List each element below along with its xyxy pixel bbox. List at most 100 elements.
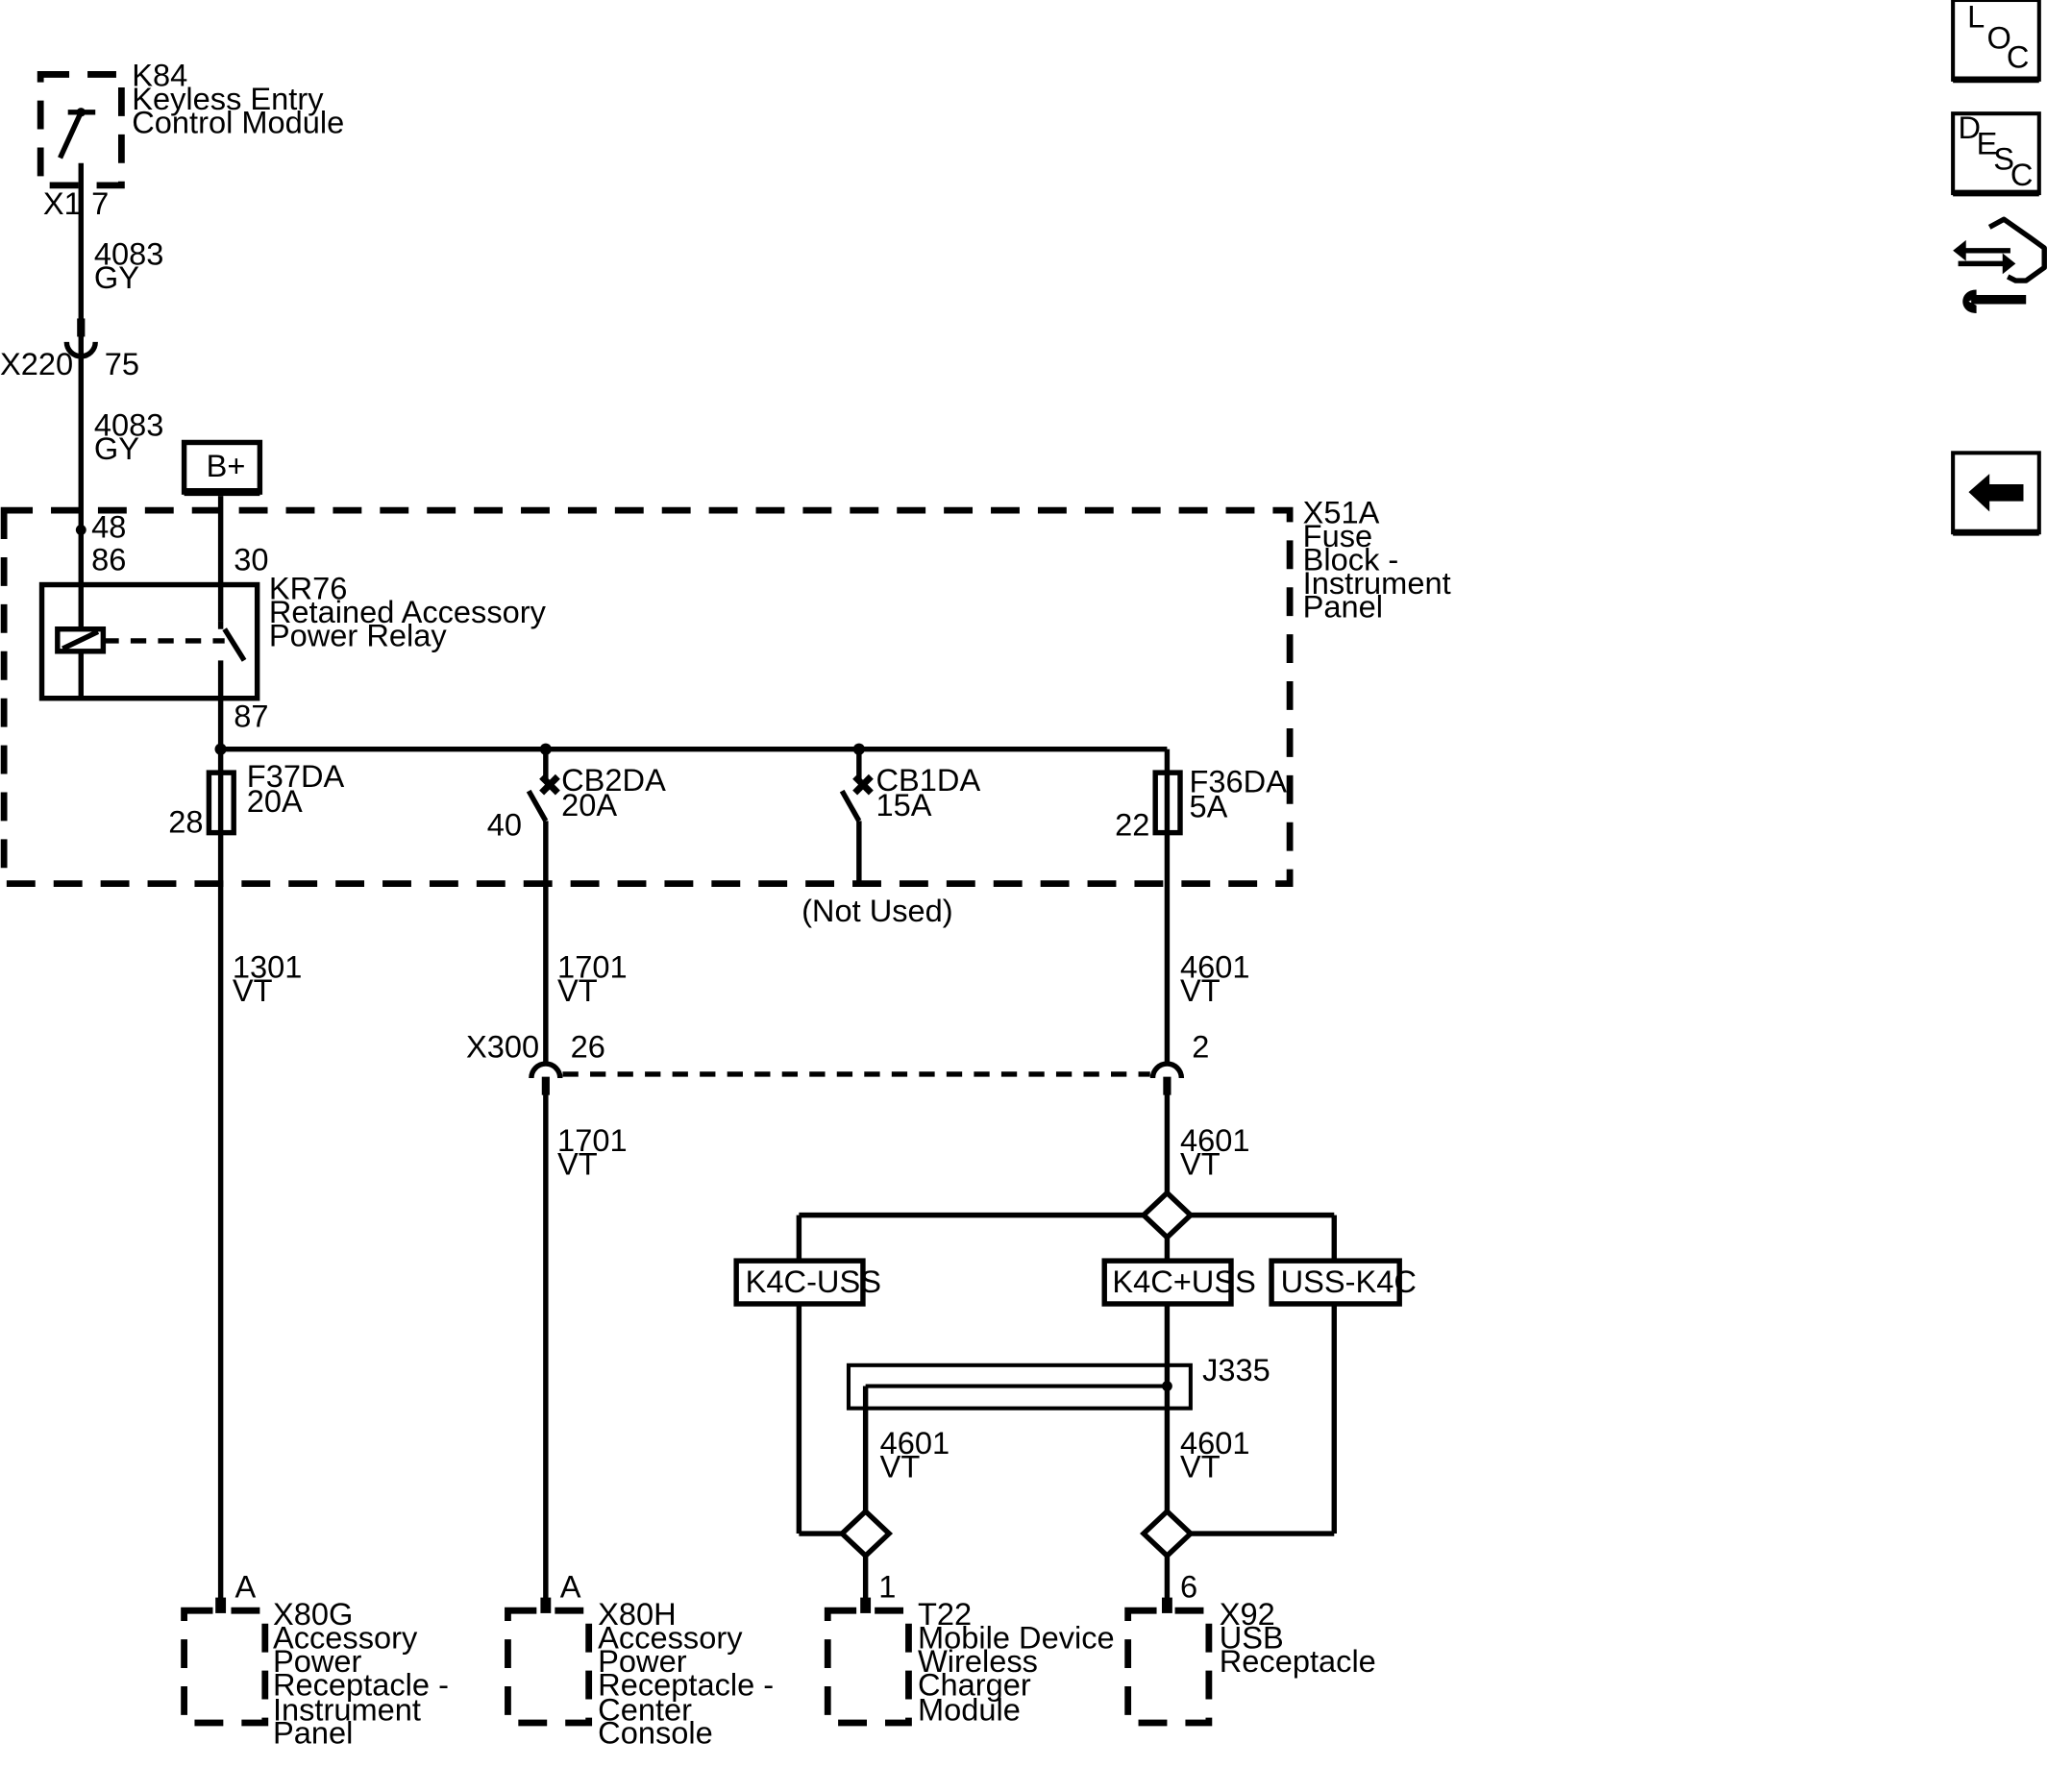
svg-text:K4C-USS: K4C-USS	[746, 1264, 881, 1299]
svg-text:Receptacle: Receptacle	[1220, 1643, 1376, 1679]
svg-text:Center: Center	[598, 1691, 692, 1727]
kr76-line1: Retained Accessory	[269, 594, 547, 629]
x92-pin: 6	[1180, 1569, 1197, 1605]
svg-text:Receptacle -: Receptacle -	[598, 1666, 774, 1702]
t22-pin: 1	[878, 1569, 896, 1605]
wire-4601-mid-color: VT	[1180, 1146, 1221, 1182]
svg-text:Panel: Panel	[273, 1715, 353, 1751]
x80g-accessory-power-receptacle-ip: A X80G Accessory Power Receptacle - Inst…	[181, 1569, 449, 1751]
cb1da-not-used: (Not Used)	[802, 893, 953, 928]
k84-keyless-entry-module: K84 Keyless Entry Control Module X1 7	[37, 58, 344, 221]
x220-inline-connector: X220 75	[0, 318, 139, 381]
kr76-relay: 48 86 30 KR76 Retained Accessory Power R…	[38, 509, 547, 749]
f36da-rating: 5A	[1190, 788, 1228, 823]
x51a-line3: Instrument	[1303, 565, 1451, 601]
battery-positive-source: B+	[181, 439, 263, 497]
bplus-label: B+	[207, 448, 246, 483]
wire-1701-bot-circuit: 1701	[557, 1122, 628, 1158]
x80g-pin: A	[235, 1569, 257, 1605]
f37da-rating: 20A	[247, 783, 303, 819]
cb2da-circuit-breaker: ✖ CB2DA 20A 40	[487, 749, 666, 1065]
k84-name-line1: Keyless Entry	[132, 81, 324, 116]
x51a-fuse-block-outline	[0, 506, 1294, 887]
cb2da-ref: CB2DA	[561, 762, 666, 798]
svg-text:Instrument: Instrument	[273, 1691, 421, 1727]
option-uss-minus-k4c: USS-K4C	[1269, 1258, 1417, 1307]
wire-1301-circuit: 1301	[233, 948, 303, 984]
x80h-ref: X80H	[598, 1596, 677, 1632]
wire-4601-top-circuit: 4601	[1180, 948, 1250, 984]
option-k4c-plus-uss: K4C+USS	[1101, 1258, 1256, 1307]
j335-ref: J335	[1202, 1352, 1270, 1387]
cb1da-rating: 15A	[876, 787, 932, 822]
option-splice-diamond	[1140, 1508, 1195, 1559]
t22-wireless-charger-module: 1 T22 Mobile Device Wireless Charger Mod…	[824, 1569, 1115, 1727]
wire-4083-top-color: GY	[94, 259, 139, 295]
svg-text:Module: Module	[918, 1691, 1021, 1727]
svg-text:Receptacle -: Receptacle -	[273, 1666, 449, 1702]
k84-name-line2: Control Module	[132, 105, 344, 140]
f36da-pin: 22	[1115, 806, 1149, 842]
wire-4601-top-color: VT	[1180, 972, 1221, 1008]
x51a-line1: Fuse	[1303, 518, 1372, 553]
svg-text:D: D	[1959, 110, 1982, 145]
k84-pin-label: 7	[91, 185, 109, 221]
option-splice-diamond	[838, 1508, 894, 1559]
kr76-ref: KR76	[269, 570, 348, 605]
relay-switch-contact	[222, 627, 247, 662]
cb2da-pin: 40	[487, 806, 522, 842]
wire-4083-mid-color: GY	[94, 430, 139, 466]
x92-ref: X92	[1220, 1596, 1275, 1632]
kr76-pin-86: 86	[91, 542, 126, 577]
wire-1701-top-circuit: 1701	[557, 948, 628, 984]
f37da-fuse: F37DA 20A 28	[168, 749, 344, 1608]
svg-text:Accessory: Accessory	[598, 1620, 743, 1656]
x80h-accessory-power-receptacle-console: A X80H Accessory Power Receptacle - Cent…	[505, 1569, 774, 1751]
f36da-ref: F36DA	[1190, 764, 1288, 799]
kr76-pin-30: 30	[234, 542, 268, 577]
desc-button[interactable]: D E S C	[1951, 110, 2041, 197]
svg-text:K4C+USS: K4C+USS	[1112, 1264, 1255, 1299]
breaker-trip-icon: ✖	[850, 768, 876, 803]
j335-splice-pack: J335	[846, 1352, 1270, 1411]
x300-ref: X300	[466, 1028, 539, 1064]
kr76-pin-48: 48	[91, 509, 126, 545]
svg-text:Wireless: Wireless	[918, 1643, 1038, 1679]
x80g-ref: X80G	[273, 1596, 353, 1632]
svg-text:L: L	[1967, 0, 1985, 35]
connector-repair-icon[interactable]	[1953, 216, 2047, 314]
wire-1701-top-color: VT	[557, 972, 598, 1008]
back-arrow-icon	[1968, 474, 2024, 512]
k84-connector-label: X1	[43, 185, 82, 221]
cb2da-rating: 20A	[561, 787, 617, 822]
wire-1301-color: VT	[233, 972, 273, 1008]
k84-ref: K84	[132, 58, 187, 93]
wire-4601-right-color: VT	[1180, 1449, 1221, 1485]
svg-text:Console: Console	[598, 1715, 713, 1751]
x51a-ref: X51A	[1303, 495, 1380, 530]
svg-text:C: C	[2010, 157, 2034, 192]
loc-button[interactable]: L O C	[1951, 0, 2041, 84]
wire-4601-left-color: VT	[880, 1449, 921, 1485]
svg-text:S: S	[1993, 141, 2014, 177]
x80h-pin: A	[560, 1569, 581, 1605]
svg-text:E: E	[1977, 125, 1998, 160]
f37da-pin: 28	[168, 804, 203, 840]
svg-text:Mobile Device: Mobile Device	[918, 1620, 1115, 1656]
x92-usb-receptacle: 6 X92 USB Receptacle	[1124, 1569, 1376, 1727]
wire-4601-right-circuit: 4601	[1180, 1425, 1250, 1461]
f36da-fuse: F36DA 5A 22	[1115, 764, 1287, 1065]
back-button[interactable]	[1951, 451, 2041, 536]
svg-text:USB: USB	[1220, 1620, 1284, 1656]
breaker-trip-icon: ✖	[536, 768, 562, 803]
wire-1701-bot-color: VT	[557, 1146, 598, 1182]
wire-4083-mid-circuit: 4083	[94, 407, 164, 443]
svg-text:USS-K4C: USS-K4C	[1281, 1264, 1417, 1299]
option-k4c-minus-uss: K4C-USS	[733, 1258, 881, 1307]
option-splice-diamond	[1140, 1189, 1195, 1241]
x300-pin-2: 2	[1192, 1028, 1209, 1064]
k84-switch-contact	[58, 110, 84, 160]
t22-ref: T22	[918, 1596, 972, 1632]
x220-pin: 75	[105, 346, 139, 381]
